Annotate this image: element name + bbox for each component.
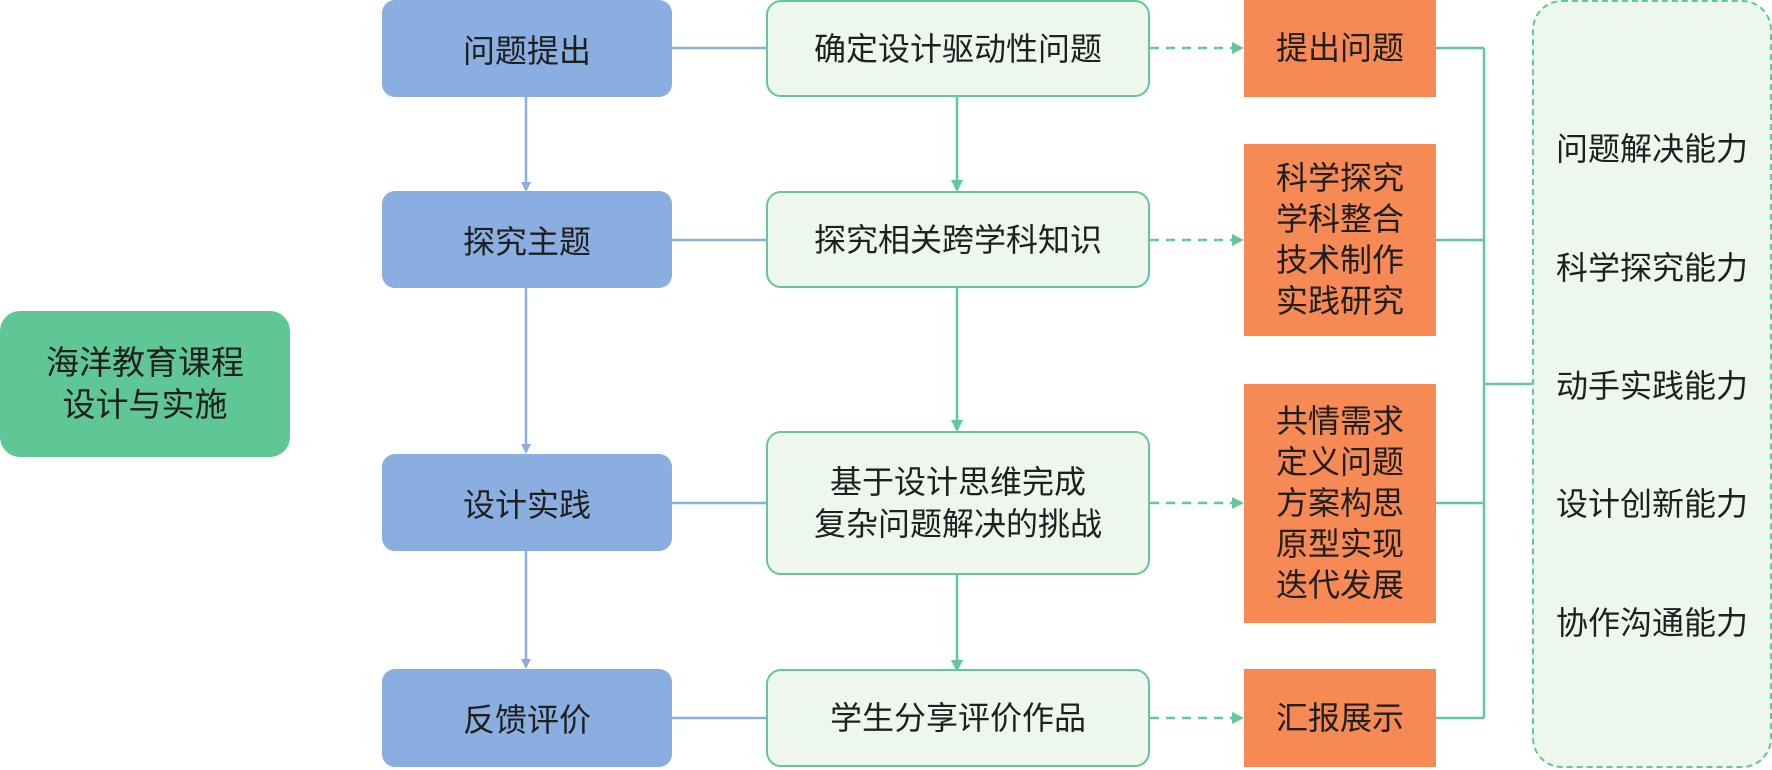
output-line: 汇报展示 xyxy=(1275,698,1404,737)
skills-panel: 问题解决能力 科学探究能力 动手实践能力 设计创新能力 协作沟通能力 xyxy=(1532,0,1772,768)
task-line: 基于设计思维完成 xyxy=(829,463,1086,501)
main-topic-box: 海洋教育课程 设计与实施 xyxy=(0,311,290,457)
output-line: 迭代发展 xyxy=(1275,566,1404,604)
stage-box-feedback: 反馈评价 xyxy=(382,669,672,767)
stage-label: 探究主题 xyxy=(462,222,591,261)
output-line: 定义问题 xyxy=(1275,443,1404,481)
skill-item: 科学探究能力 xyxy=(1555,248,1748,287)
stage-box-design: 设计实践 xyxy=(382,454,672,551)
output-line: 原型实现 xyxy=(1275,525,1404,563)
output-box-3: 共情需求 定义问题 方案构思 原型实现 迭代发展 xyxy=(1244,384,1436,623)
main-topic-line: 海洋教育课程 xyxy=(46,343,244,382)
main-topic-line: 设计与实施 xyxy=(62,385,228,424)
stage-label: 问题提出 xyxy=(462,31,591,70)
task-box-4: 学生分享评价作品 xyxy=(766,669,1150,767)
stage-task-connectors xyxy=(672,46,766,720)
output-line: 技术制作 xyxy=(1275,241,1404,279)
task-box-1: 确定设计驱动性问题 xyxy=(766,0,1150,97)
task-line: 学生分享评价作品 xyxy=(829,699,1086,737)
skill-item: 设计创新能力 xyxy=(1555,485,1748,524)
output-box-2: 科学探究 学科整合 技术制作 实践研究 xyxy=(1244,144,1436,336)
output-line: 共情需求 xyxy=(1275,402,1404,440)
output-line: 实践研究 xyxy=(1275,282,1404,320)
skill-item: 问题解决能力 xyxy=(1555,130,1748,169)
output-line: 提出问题 xyxy=(1275,29,1404,67)
output-skills-bracket xyxy=(1436,46,1532,720)
task-box-2: 探究相关跨学科知识 xyxy=(766,191,1150,288)
task-output-arrows xyxy=(1150,42,1244,724)
task-line: 确定设计驱动性问题 xyxy=(813,29,1102,68)
stage-box-problem: 问题提出 xyxy=(382,0,672,97)
skill-item: 动手实践能力 xyxy=(1555,366,1748,405)
output-line: 科学探究 xyxy=(1275,159,1404,197)
skill-item: 协作沟通能力 xyxy=(1555,603,1748,642)
task-box-3: 基于设计思维完成 复杂问题解决的挑战 xyxy=(766,431,1150,575)
output-line: 学科整合 xyxy=(1275,200,1404,238)
stage-label: 反馈评价 xyxy=(462,701,591,739)
task-line: 探究相关跨学科知识 xyxy=(813,220,1102,259)
task-line: 复杂问题解决的挑战 xyxy=(813,505,1102,543)
output-line: 方案构思 xyxy=(1275,484,1404,522)
stage-label: 设计实践 xyxy=(462,485,591,524)
output-box-1: 提出问题 xyxy=(1244,0,1436,97)
output-box-4: 汇报展示 xyxy=(1244,669,1436,767)
stage-box-explore: 探究主题 xyxy=(382,191,672,288)
